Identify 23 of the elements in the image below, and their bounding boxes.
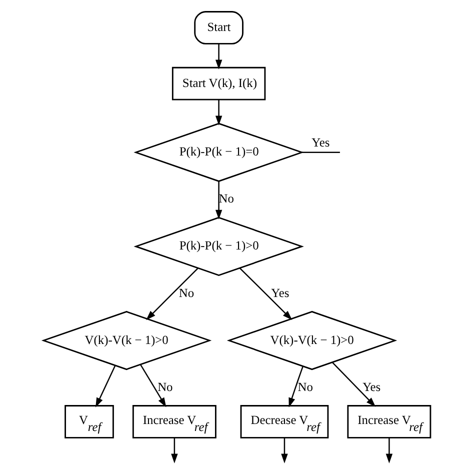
arrow xyxy=(171,438,178,464)
edge-label: Yes xyxy=(362,380,381,394)
arrow xyxy=(96,365,116,408)
edge-label: No xyxy=(178,286,194,300)
connector xyxy=(302,152,340,153)
arrow xyxy=(239,268,292,320)
arrow xyxy=(215,181,222,220)
node-diamond: P(k)-P(k − 1)=0 xyxy=(134,122,304,182)
node-box: Start xyxy=(194,11,244,44)
edge-label: No xyxy=(158,380,173,394)
arrow xyxy=(281,438,288,464)
node-diamond: P(k)-P(k − 1)>0 xyxy=(134,216,304,276)
edge-label: Yes xyxy=(271,286,290,300)
edge-label: Yes xyxy=(312,135,330,150)
node-box: Start V(k), I(k) xyxy=(172,66,266,100)
arrow xyxy=(140,364,166,408)
arrow xyxy=(215,100,222,126)
arrow xyxy=(386,438,393,464)
edge-label: No xyxy=(298,380,313,394)
arrow xyxy=(332,362,376,407)
arrow xyxy=(215,44,222,70)
arrow xyxy=(146,268,198,320)
arrow xyxy=(288,366,304,408)
